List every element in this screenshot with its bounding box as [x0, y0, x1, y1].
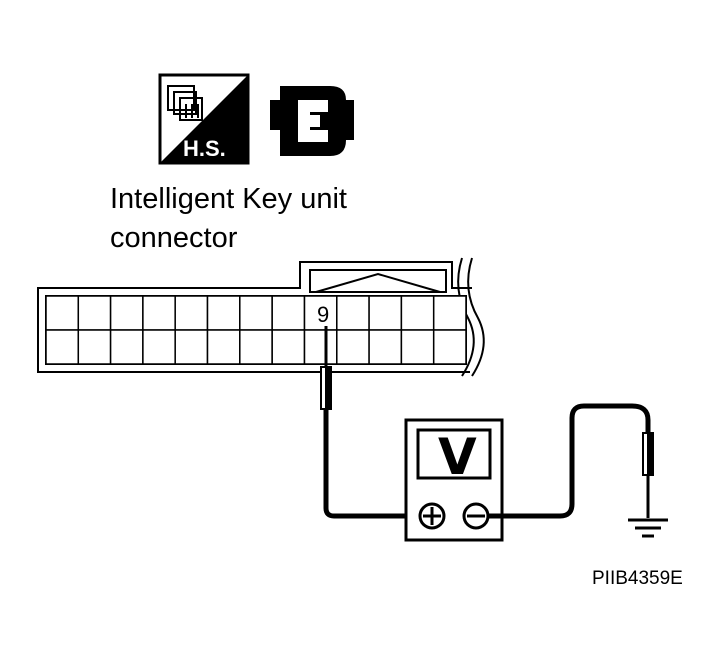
pin-cavity [400, 295, 435, 331]
positive-terminal-icon [418, 502, 446, 530]
pin-cavity [174, 295, 209, 331]
pin-cavity [206, 329, 241, 365]
pin-cavity [45, 295, 80, 331]
lead-wire-positive [323, 410, 420, 519]
ground-symbol-icon [628, 518, 668, 538]
pin-cavity [368, 329, 403, 365]
probe-positive [320, 326, 332, 410]
pin-cavity [142, 329, 176, 365]
meter-display: V [438, 428, 477, 486]
pin-cavity [142, 295, 176, 331]
hs-badge-text: H.S. [183, 136, 226, 161]
pin-cavity [271, 295, 306, 331]
pin-cavity [206, 295, 241, 331]
harness-side-connector-icon [167, 85, 203, 121]
pin-cavity [368, 295, 403, 331]
negative-terminal-icon [462, 502, 490, 530]
hs-badge: H.S. [158, 73, 250, 165]
connector-plug-icon [270, 86, 354, 156]
pin-cavity [45, 329, 80, 365]
pin-cavity [109, 329, 144, 365]
pin-label: 9 [317, 302, 329, 327]
voltmeter: V [404, 418, 504, 542]
pin-cavity [77, 295, 112, 331]
pin-cavity [432, 295, 467, 331]
connector-caption-line1: Intelligent Key unit [110, 183, 347, 215]
pin-cavity [336, 329, 370, 365]
connector-pin-grid [45, 295, 467, 365]
pin-cavity [303, 329, 338, 365]
pin-cavity [109, 295, 144, 331]
pin-cavity [432, 329, 467, 365]
connector-caption-line2: connector [110, 222, 238, 254]
pin-cavity [336, 295, 370, 331]
probe-negative [642, 432, 654, 518]
pin-cavity [239, 295, 273, 331]
pin-cavity [303, 295, 338, 331]
pin-cavity [239, 329, 273, 365]
pin-cavity [77, 329, 112, 365]
pin-cavity [400, 329, 435, 365]
pin-cavity [271, 329, 306, 365]
pin-cavity [174, 329, 209, 365]
lead-wire-negative [488, 403, 651, 519]
figure-code: PIIB4359E [592, 568, 683, 589]
